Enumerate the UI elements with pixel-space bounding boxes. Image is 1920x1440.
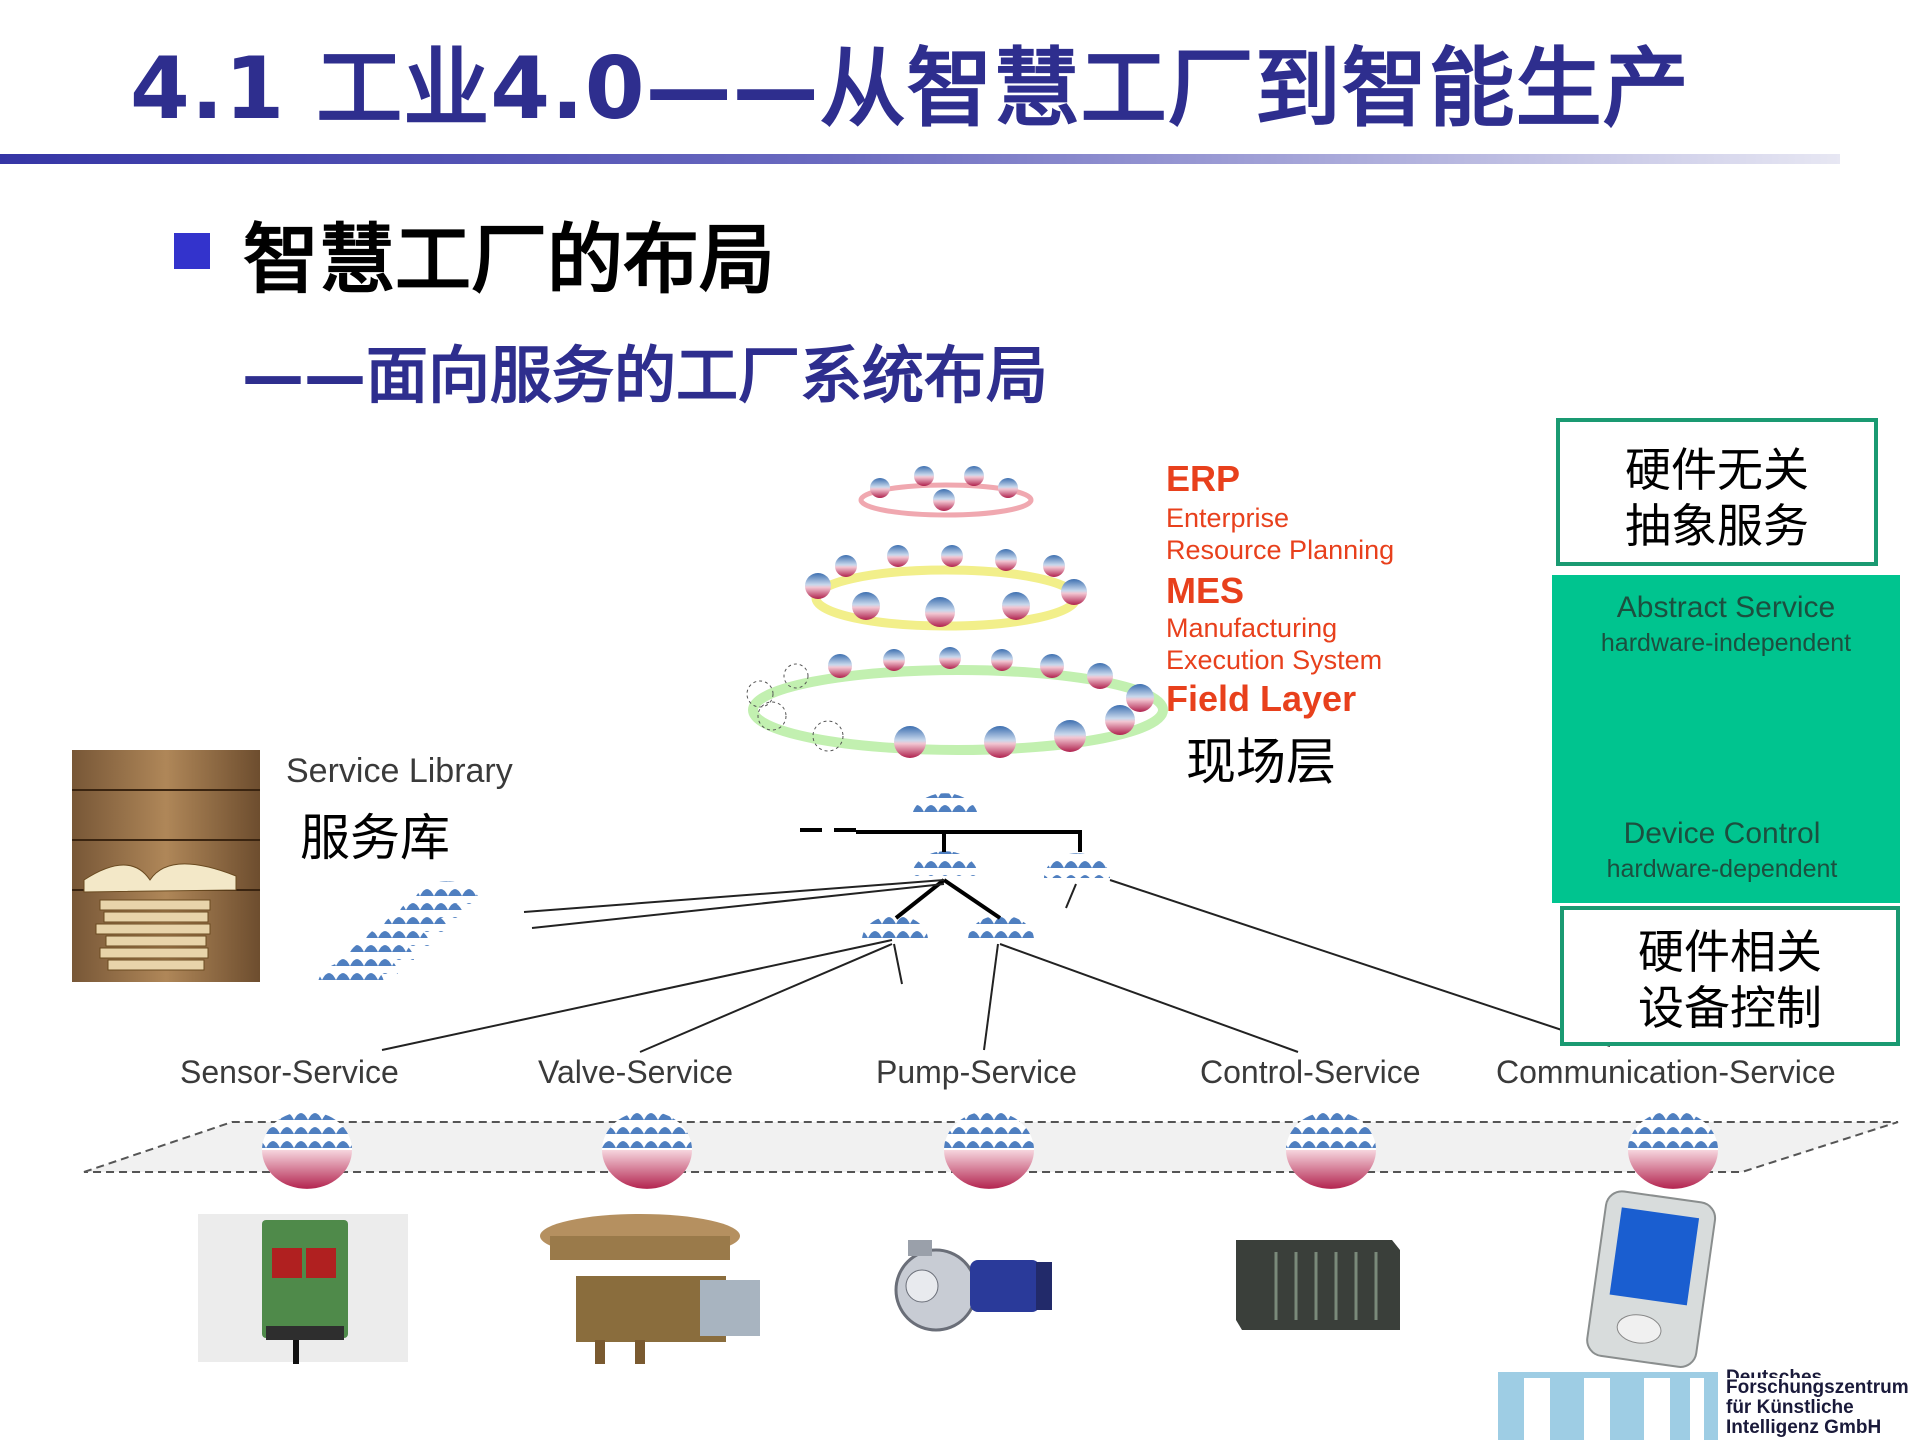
plc-controller-icon <box>1236 1240 1400 1330</box>
slide-title: 4.1 工业4.0——从智慧工厂到智能生产 <box>130 39 1690 139</box>
abstract-service-title: Abstract Service <box>1616 591 1836 624</box>
field-layer-label: Field Layer <box>1166 678 1357 719</box>
service-layer-panel: Abstract Service hardware-independent De… <box>1552 575 1900 903</box>
sensor-device-icon <box>198 1214 408 1364</box>
valve-device-icon <box>540 1214 760 1364</box>
hardware-dependent-box: 硬件相关 设备控制 <box>1560 906 1900 1046</box>
pyramid-nodes <box>746 466 1154 758</box>
service-library-cn-label: 服务库 <box>300 809 450 867</box>
hardware-independent-box: 硬件无关 抽象服务 <box>1556 418 1878 566</box>
dfki-logo <box>1498 1372 1718 1440</box>
field-ring <box>748 665 1168 755</box>
library-books-image <box>72 750 260 982</box>
device-control-title: Device Control <box>1623 817 1821 850</box>
erp-desc-1: Enterprise <box>1166 503 1290 533</box>
bullet-square-icon <box>174 233 210 269</box>
pda-device-icon <box>1586 1190 1717 1368</box>
communication-service-label: Communication-Service <box>1496 1054 1836 1090</box>
control-service-label: Control-Service <box>1200 1054 1421 1090</box>
device-control-sub: hardware-dependent <box>1606 855 1838 883</box>
abstract-service-sub: hardware-independent <box>1600 629 1852 657</box>
mes-label: MES <box>1166 570 1245 611</box>
service-nodes <box>262 1111 1718 1189</box>
erp-label: ERP <box>1166 458 1241 499</box>
mes-desc-1: Manufacturing <box>1166 613 1338 643</box>
sensor-service-label: Sensor-Service <box>180 1054 399 1090</box>
dfki-logo-text: Deutsches Forschungszentrum für Künstlic… <box>1726 1368 1909 1438</box>
box-bottom-line1: 硬件相关 <box>1638 925 1822 979</box>
pump-service-label: Pump-Service <box>876 1054 1077 1090</box>
box-top-line2: 抽象服务 <box>1625 499 1809 553</box>
section-heading: 智慧工厂的布局 <box>243 215 775 304</box>
logo-line3: für Künstliche <box>1726 1397 1854 1418</box>
erp-ring <box>858 482 1034 518</box>
logo-line1: Deutsches <box>1726 1368 1909 1378</box>
service-library-stack <box>318 881 480 984</box>
section-subheading: ——面向服务的工厂系统布局 <box>242 339 1049 412</box>
box-top-line1: 硬件无关 <box>1625 443 1809 497</box>
service-tree <box>381 793 1611 1053</box>
pump-device-icon <box>894 1240 1052 1332</box>
mes-desc-2: Execution System <box>1166 645 1383 675</box>
service-library-label: Service Library <box>286 752 513 790</box>
logo-line2: Forschungszentrum <box>1726 1377 1909 1398</box>
valve-service-label: Valve-Service <box>538 1054 734 1090</box>
logo-line4: Intelligenz GmbH <box>1726 1417 1882 1438</box>
field-layer-cn-label: 现场层 <box>1186 733 1336 791</box>
title-divider <box>0 154 1840 164</box>
box-bottom-line2: 设备控制 <box>1638 981 1822 1035</box>
erp-desc-2: Resource Planning <box>1166 535 1395 565</box>
